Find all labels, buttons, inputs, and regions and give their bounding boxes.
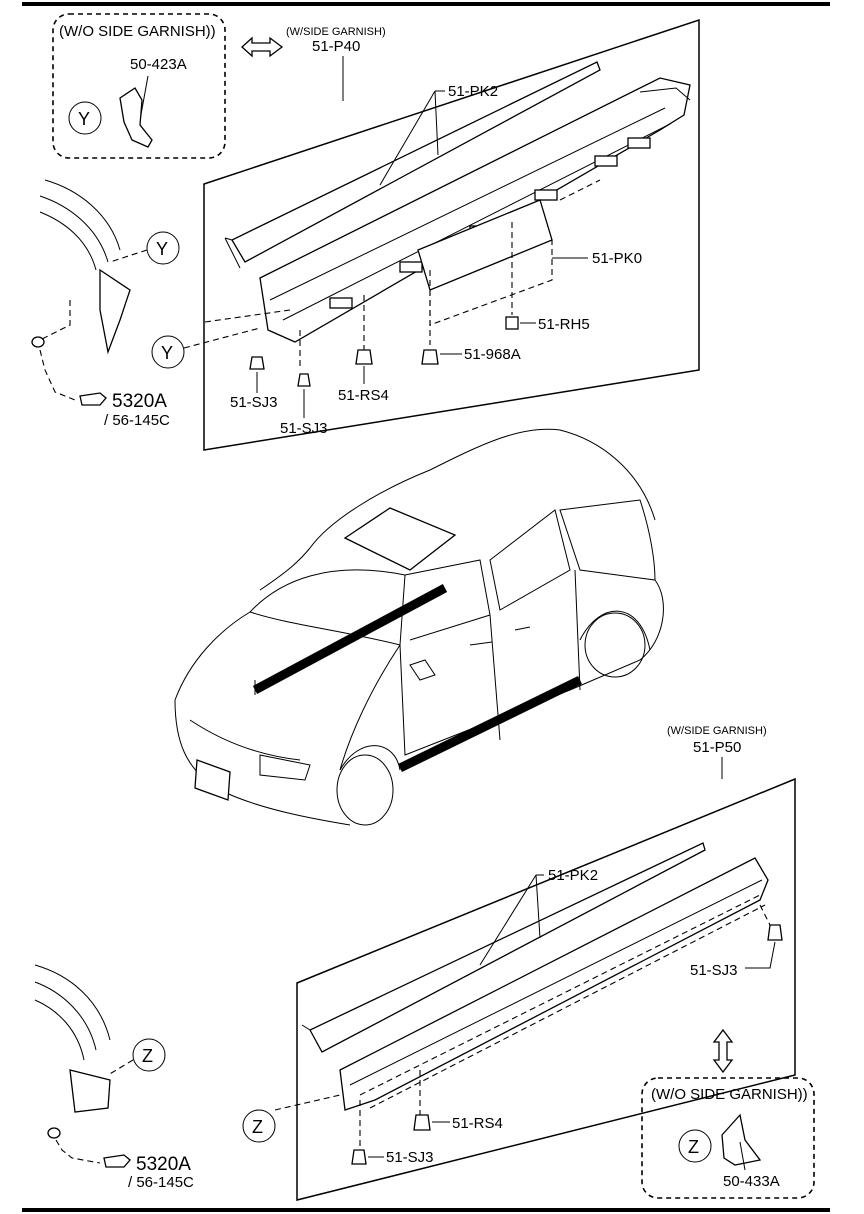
minivan-illustration [174, 428, 664, 826]
part-label-56-145C-bottom: / 56-145C [128, 1174, 194, 1191]
fastener-51-RS4-bottom [413, 1114, 431, 1131]
screw-bottom [47, 1127, 61, 1139]
garnish-end-piece-bottom [721, 1113, 762, 1166]
screw-top [31, 336, 45, 348]
w-side-garnish-label-top: (W/SIDE GARNISH) [286, 26, 386, 38]
part-label-51-968A: 51-968A [464, 346, 521, 363]
part-label-51-RS4-top: 51-RS4 [338, 387, 389, 404]
fastener-51-SJ3-c [767, 924, 783, 941]
pk2-strip-top [231, 61, 601, 263]
fastener-51-RH5 [505, 316, 519, 330]
fastener-51-SJ3-a [249, 356, 265, 370]
part-label-5320A-bottom: 5320A [136, 1154, 191, 1175]
svg-text:Z: Z [252, 1117, 263, 1137]
callout-circle-y3 [151, 335, 185, 369]
part-label-51-RS4-bottom: 51-RS4 [452, 1115, 503, 1132]
part-label-50-423A: 50-423A [130, 56, 187, 73]
part-label-50-433A: 50-433A [723, 1173, 780, 1190]
part-label-51-SJ3-a: 51-SJ3 [230, 394, 278, 411]
side-sill-garnish-top [259, 77, 691, 343]
hand-icon-top [79, 392, 107, 406]
wo-side-garnish-box-top [52, 13, 226, 159]
fastener-51-RS4-top [355, 349, 373, 365]
double-arrow-bottom [712, 1028, 734, 1074]
assembly-frame-bottom [296, 777, 796, 1201]
fastener-51-SJ3-b [297, 373, 311, 387]
part-label-51-P50: 51-P50 [693, 739, 741, 756]
svg-text:Y: Y [156, 239, 168, 259]
part-label-51-PK0: 51-PK0 [592, 250, 642, 267]
pk2-strip-bottom [309, 842, 706, 1053]
garnish-end-piece-top [119, 87, 153, 148]
fastener-51-968A [421, 349, 439, 365]
callout-circle-z3 [678, 1129, 712, 1163]
fastener-51-SJ3-d [351, 1149, 367, 1165]
w-side-garnish-label-bottom: (W/SIDE GARNISH) [667, 725, 767, 737]
double-arrow-top [241, 36, 284, 58]
part-label-56-145C-top: / 56-145C [104, 412, 170, 429]
hand-icon-bottom [103, 1154, 131, 1168]
part-label-51-SJ3-c: 51-SJ3 [690, 962, 738, 979]
callout-circle-z1 [132, 1038, 166, 1072]
part-label-51-PK2-bottom: 51-PK2 [548, 867, 598, 884]
callout-circle-y1 [68, 101, 102, 135]
part-label-51-RH5: 51-RH5 [538, 316, 590, 333]
wheel-arch-bottom [34, 964, 111, 1113]
wo-side-garnish-label-bottom: (W/O SIDE GARNISH)) [651, 1086, 808, 1103]
wo-side-garnish-box-bottom [641, 1077, 815, 1199]
callout-circle-z2 [242, 1109, 276, 1143]
part-label-51-PK2-top: 51-PK2 [448, 83, 498, 100]
assembly-frame-top [203, 18, 700, 451]
part-label-51-SJ3-b: 51-SJ3 [280, 420, 328, 437]
wheel-arch-top [39, 179, 131, 355]
svg-text:Z: Z [688, 1137, 699, 1157]
callout-circle-y2 [146, 231, 180, 265]
part-label-51-SJ3-d: 51-SJ3 [386, 1149, 434, 1166]
svg-text:Z: Z [142, 1046, 153, 1066]
svg-text:Y: Y [161, 343, 173, 363]
part-label-51-P40: 51-P40 [312, 38, 360, 55]
part-label-5320A-top: 5320A [112, 391, 167, 412]
wo-side-garnish-label-top: (W/O SIDE GARNISH)) [59, 23, 216, 40]
svg-text:Y: Y [78, 109, 90, 129]
garnish-highlight-roof [252, 584, 448, 694]
garnish-highlight-sill [398, 675, 582, 773]
